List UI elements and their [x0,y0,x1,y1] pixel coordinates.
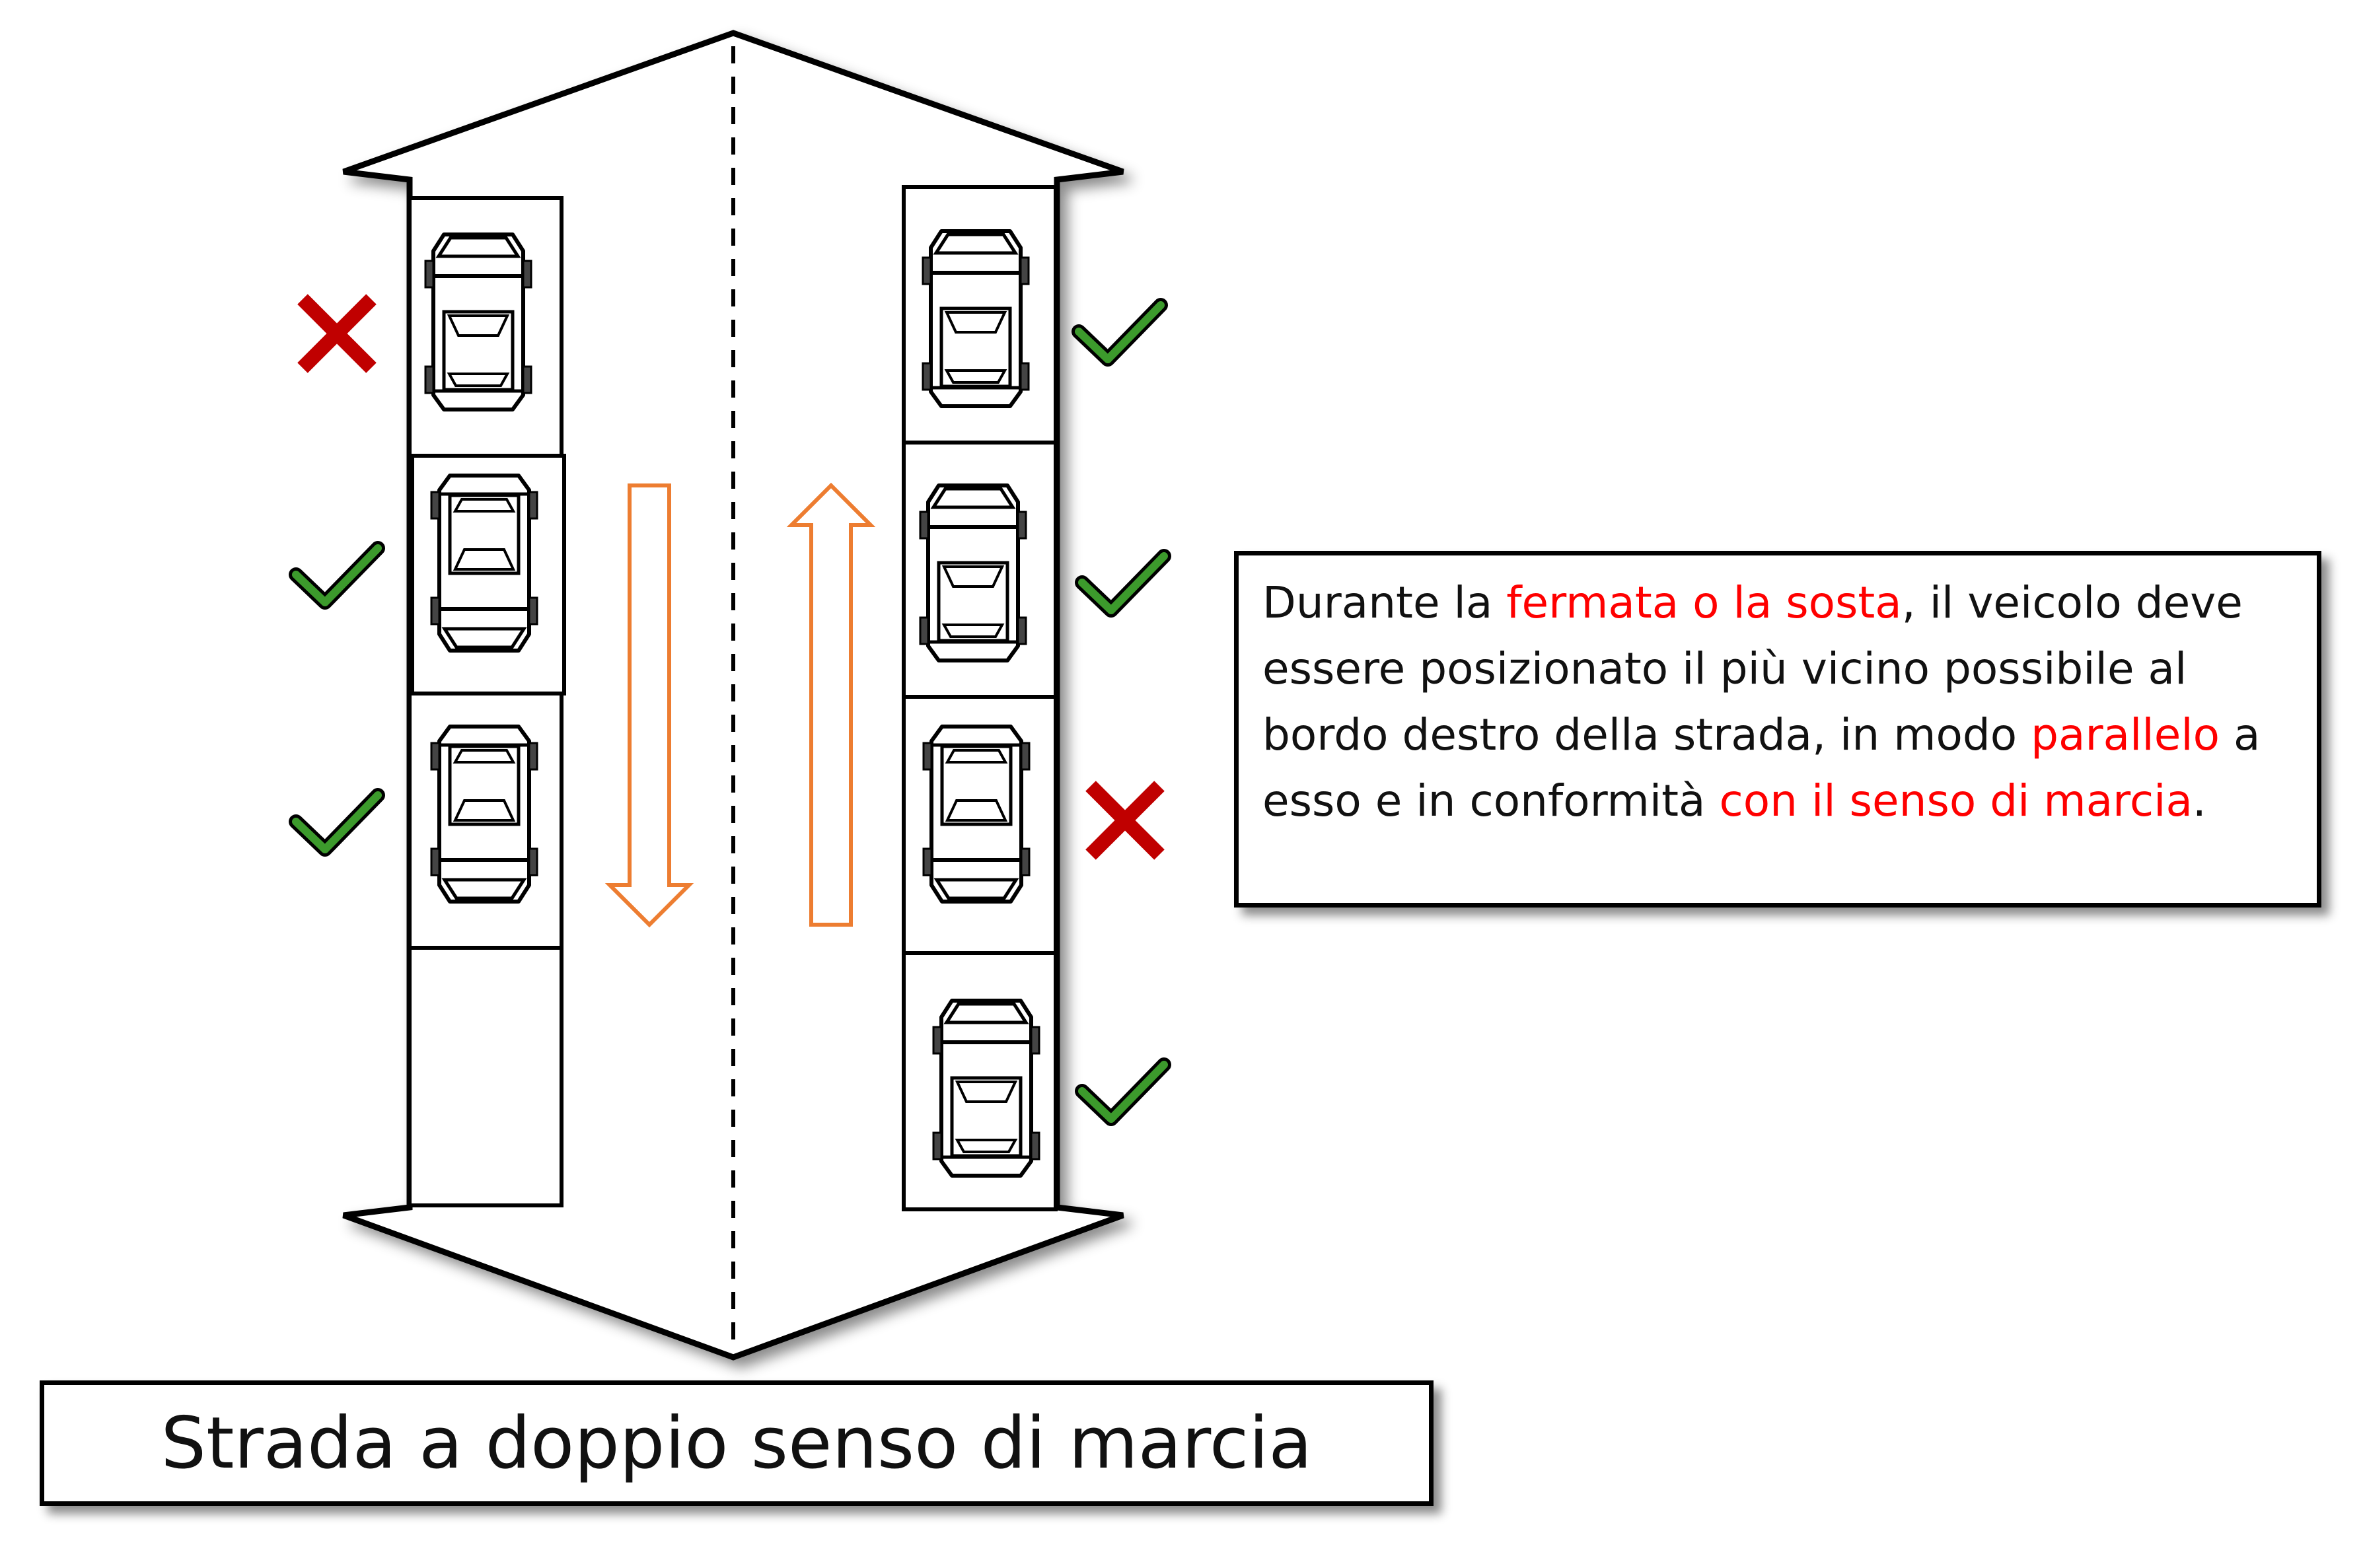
rule-text-highlight: fermata o la sosta [1506,577,1902,628]
car-icon [924,727,1029,902]
rule-text-highlight: con il senso di marcia [1719,775,2193,826]
rule-text-highlight: parallelo [2031,709,2220,760]
cross-icon [1091,786,1159,855]
lane-arrow-up-icon [786,482,876,927]
rule-text: a esso e in conformità [1262,709,2261,826]
rule-text: Durante la [1262,577,1507,628]
check-icon [1079,305,1161,359]
left-parking-lane [408,196,566,1207]
cross-icon [303,299,371,368]
car-icon [431,476,537,651]
check-icon [296,795,378,849]
car-icon [933,1001,1039,1176]
car-icon [920,485,1026,660]
check-icon [1082,556,1164,610]
rule-text: , il veicolo deve essere posizionato il … [1262,577,2243,760]
rule-text-box: Durante la fermata o la sosta, il veicol… [1234,551,2321,908]
car-icon [425,234,531,410]
rule-text: . [2192,775,2206,826]
parking-slot-empty [408,946,563,1207]
diagram-title: Strada a doppio senso di marcia [161,1402,1313,1485]
check-icon [1082,1065,1164,1119]
diagram-title-box: Strada a doppio senso di marcia [40,1380,1434,1506]
car-icon [431,727,537,902]
lane-arrow-down-icon [604,483,694,928]
right-parking-lane [902,185,1058,1211]
car-icon [923,231,1029,406]
check-icon [296,548,378,602]
